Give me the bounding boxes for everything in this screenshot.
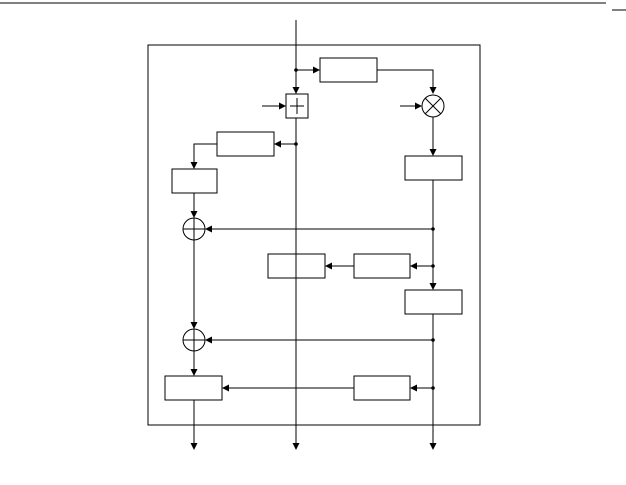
right-box-1 <box>404 155 463 181</box>
junction-dot <box>431 386 435 390</box>
left-upper-box <box>216 131 275 157</box>
junction-dot <box>431 338 435 342</box>
link-left-upper-to-left-small <box>190 143 217 169</box>
top-box <box>319 57 378 83</box>
mid-right-box <box>353 253 411 279</box>
outer-frame <box>147 44 481 426</box>
right-box-2 <box>404 289 463 315</box>
adder-square <box>285 93 309 119</box>
link-top-box-to-multiplier <box>377 69 437 94</box>
junction-dot <box>431 227 435 231</box>
mid-center-box <box>267 253 326 279</box>
junction-dot <box>294 68 298 72</box>
junction-dot <box>294 142 298 146</box>
bottom-right-box <box>353 375 411 401</box>
multiplier-cross-2 <box>424 97 442 115</box>
junction-dot <box>431 264 435 268</box>
left-small-box <box>171 168 218 194</box>
bottom-left-box <box>164 375 223 401</box>
